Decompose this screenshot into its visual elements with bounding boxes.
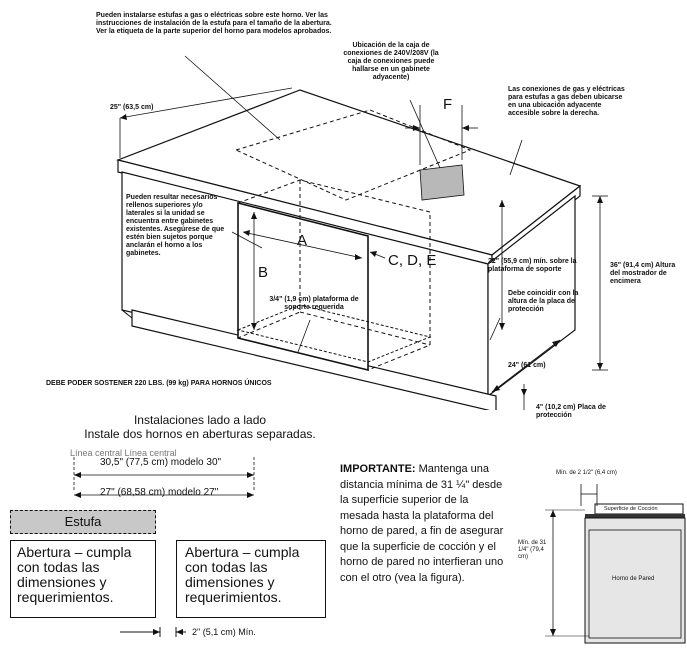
toe-kick-label: 4" (10,2 cm) Placa de protección	[536, 404, 606, 419]
important-body: Mantenga una distancia mínima de 31 ¼" d…	[340, 463, 504, 584]
junction-box	[419, 164, 465, 201]
min-top-label: Mín. de 2 1/2" (6,4 cm)	[556, 470, 617, 476]
cabinet-right-side	[487, 194, 576, 398]
sbs-title-1: Instalaciones lado a lado	[133, 413, 267, 427]
opening-left-text: Abertura – cumpla con todas las dimensio…	[17, 544, 132, 605]
cooktop-label: Superficie de Cocción	[604, 506, 658, 512]
connections-note: Las conexiones de gas y eléctricas para …	[508, 86, 625, 117]
cabinet-diagram	[116, 55, 608, 410]
support-platform	[236, 304, 432, 363]
dim-27-label: 27" (68,58 cm) modelo 27"	[100, 487, 219, 498]
opening-left-box: Abertura – cumpla con todas las dimensio…	[10, 540, 156, 618]
counter-height: 36" (91,4 cm) Altura del mostrador de en…	[610, 262, 676, 285]
side-by-side-diagram	[73, 457, 255, 637]
sbs-title-2: Instale dos hornos en aberturas separada…	[84, 427, 316, 441]
depth-top-label: 25" (63,5 cm)	[110, 104, 154, 111]
platform-label: 3/4" (1,9 cm) plataforma de soporte requ…	[269, 296, 359, 311]
clearance-figure	[545, 484, 686, 644]
depth-bottom: 24" (61 cm)	[508, 362, 546, 369]
fillers-note: Pueden resultar necesarios rellenos supe…	[126, 194, 225, 257]
dim-f-label: F	[443, 96, 453, 113]
important-lead: IMPORTANTE:	[340, 463, 416, 475]
min-gap-label: 2" (5,1 cm) Mín.	[192, 627, 256, 637]
match-toe-kick: Debe coincidir con la altura de la placa…	[508, 290, 579, 313]
dim-b-label: B	[258, 264, 269, 281]
dim-cde-label: C, D, E	[388, 252, 437, 269]
range-note: Pueden instalarse estufas a gas o eléctr…	[96, 12, 332, 35]
wall-oven-label: Horno de Pared	[612, 576, 655, 582]
min-above-platform: 22" (55,9 cm) mín. sobre la plataforma d…	[488, 258, 577, 273]
important-note: IMPORTANTE: Mantenga una distancia mínim…	[340, 462, 510, 586]
range-box: Estufa	[10, 510, 156, 534]
min-height-label: Mín. de 31 1/4" (79,4 cm)	[518, 540, 547, 560]
junction-box-note: Ubicación de la caja de conexiones de 24…	[343, 42, 439, 81]
support-weight: DEBE PODER SOSTENER 220 LBS. (99 kg) PAR…	[46, 380, 272, 387]
opening-right-text: Abertura – cumpla con todas las dimensio…	[185, 544, 300, 605]
dim-a-label: A	[297, 232, 308, 249]
centerlines-label: Línea central Línea central	[70, 448, 177, 458]
opening-right-box: Abertura – cumpla con todas las dimensio…	[176, 540, 326, 618]
dim-30-label: 30,5" (77,5 cm) modelo 30"	[100, 457, 222, 468]
